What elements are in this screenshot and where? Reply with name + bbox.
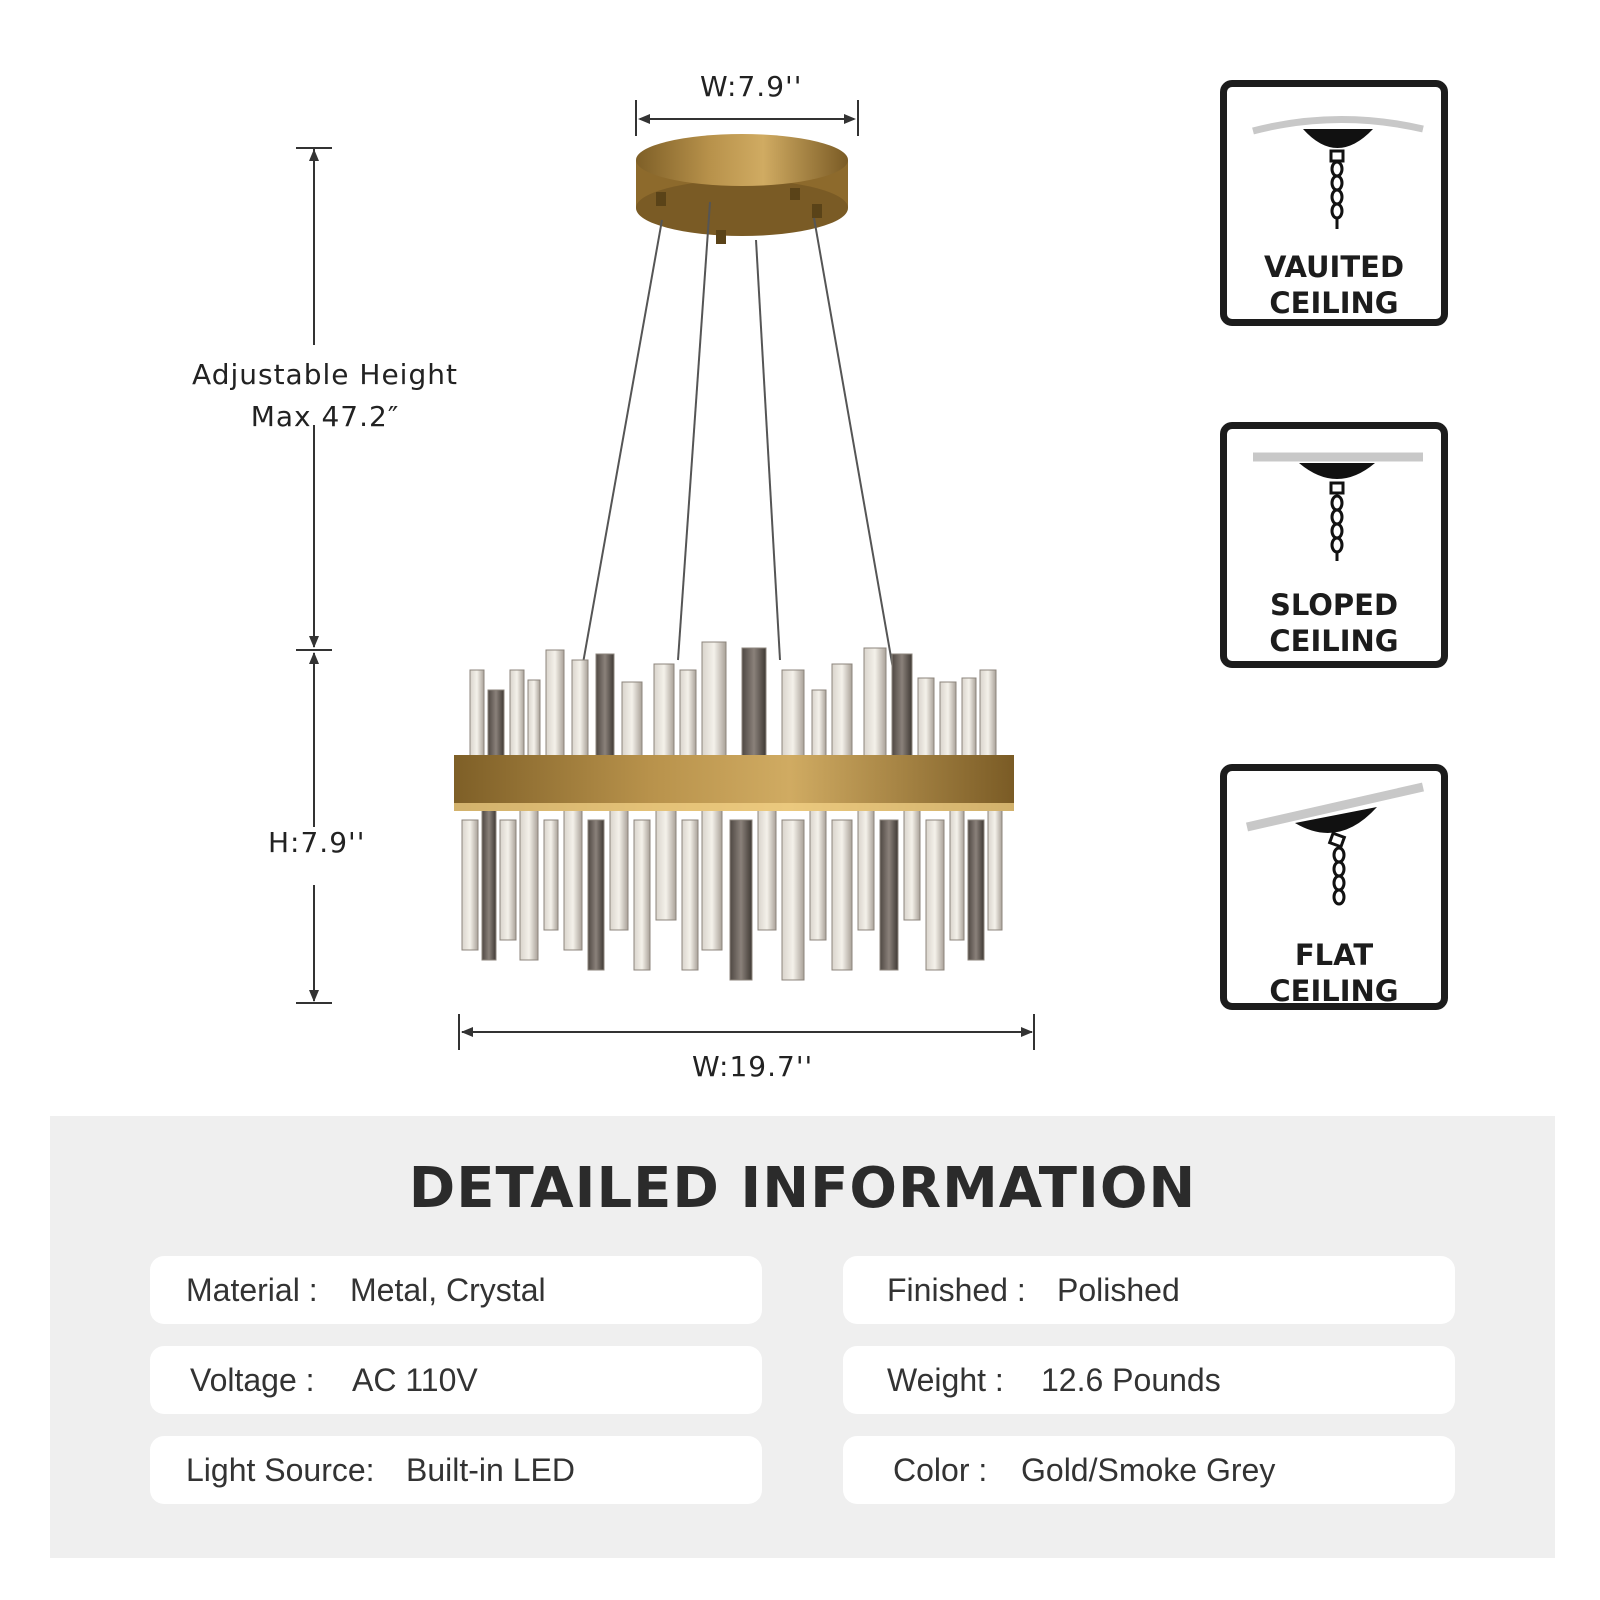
flat-ceiling-line2: CEILING — [1269, 974, 1399, 1008]
spec-label: Material : — [186, 1272, 318, 1308]
spec-label: Finished : — [887, 1272, 1026, 1308]
spec-value: Polished — [1057, 1272, 1180, 1308]
flat-ceiling-line1: FLAT — [1294, 938, 1374, 972]
sloped-ceiling-line1: SLOPED — [1269, 588, 1399, 622]
spec-voltage: Voltage : AC 110V — [150, 1346, 762, 1414]
spec-value: 12.6 Pounds — [1041, 1362, 1221, 1398]
sloped-ceiling-icon — [1253, 452, 1423, 561]
spec-label: Color : — [893, 1452, 988, 1488]
spec-material: Material : Metal, Crystal — [150, 1256, 762, 1324]
spec-value: Gold/Smoke Grey — [1021, 1452, 1276, 1488]
spec-label: Light Source: — [186, 1452, 375, 1488]
ring-width-dimension — [458, 1014, 1035, 1050]
sloped-ceiling-line2: CEILING — [1269, 624, 1399, 658]
gold-ring — [454, 755, 1014, 811]
adjustable-height-line2: Max 47.2″ — [250, 400, 400, 433]
spec-label: Weight : — [887, 1362, 1004, 1398]
spec-value: Metal, Crystal — [350, 1272, 546, 1308]
vaulted-ceiling-line2: CEILING — [1269, 286, 1399, 320]
detailed-info-title: DETAILED INFORMATION — [408, 1156, 1197, 1221]
sloped-ceiling-card: SLOPED CEILING — [1220, 422, 1448, 668]
flat-ceiling-icon — [1246, 782, 1424, 906]
spec-finished: Finished : Polished — [843, 1256, 1455, 1324]
spec-value: AC 110V — [352, 1362, 478, 1398]
detailed-info-panel: DETAILED INFORMATION Material : Metal, C… — [50, 1116, 1555, 1558]
adjustable-height-label: Adjustable Height Max 47.2″ — [180, 354, 470, 438]
spec-color: Color : Gold/Smoke Grey — [843, 1436, 1455, 1504]
ring-width-label: W:19.7'' — [692, 1050, 814, 1083]
spec-label: Voltage : — [190, 1362, 315, 1398]
flat-ceiling-label: FLAT CEILING — [1227, 937, 1441, 1009]
vaulted-ceiling-label: VAUITED CEILING — [1227, 249, 1441, 321]
sloped-ceiling-label: SLOPED CEILING — [1227, 587, 1441, 659]
spec-light-source: Light Source: Built-in LED — [150, 1436, 762, 1504]
height-dimension-lines — [296, 147, 332, 1004]
vaulted-ceiling-icon — [1252, 116, 1424, 229]
canopy-width-label: W:7.9'' — [700, 70, 803, 103]
canopy — [636, 134, 848, 244]
suspension-cables — [579, 201, 896, 681]
vaulted-ceiling-line1: VAUITED — [1263, 250, 1405, 284]
lower-crystals — [461, 809, 1003, 981]
chandelier-illustration — [454, 134, 1014, 981]
spec-weight: Weight : 12.6 Pounds — [843, 1346, 1455, 1414]
body-height-label: H:7.9'' — [268, 826, 366, 859]
flat-ceiling-card: FLAT CEILING — [1220, 764, 1448, 1010]
vaulted-ceiling-card: VAUITED CEILING — [1220, 80, 1448, 326]
spec-value: Built-in LED — [406, 1452, 575, 1488]
upper-crystals — [469, 641, 997, 761]
canopy-width-dimension — [635, 100, 859, 136]
adjustable-height-line1: Adjustable Height — [192, 358, 458, 391]
